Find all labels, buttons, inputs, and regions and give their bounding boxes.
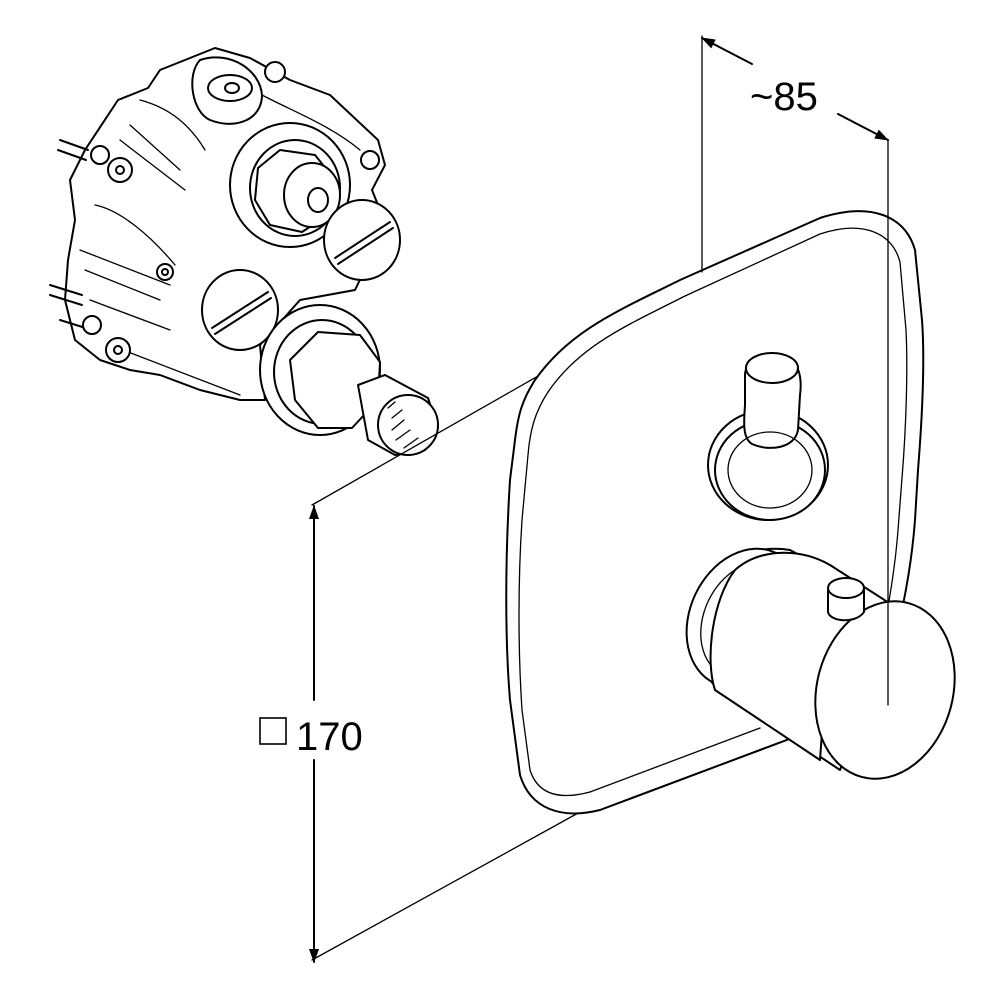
projection-line-bottom bbox=[311, 811, 581, 961]
cover-plate bbox=[311, 210, 956, 961]
depth-arrow-left bbox=[701, 37, 753, 65]
depth-label: ~85 bbox=[750, 75, 818, 119]
valve-body bbox=[49, 47, 439, 456]
size-dimension: 170 bbox=[259, 505, 363, 963]
depth-arrow-right bbox=[837, 113, 889, 141]
size-label: 170 bbox=[296, 715, 363, 759]
square-symbol bbox=[259, 717, 287, 745]
depth-dimension: ~85 bbox=[701, 35, 889, 706]
